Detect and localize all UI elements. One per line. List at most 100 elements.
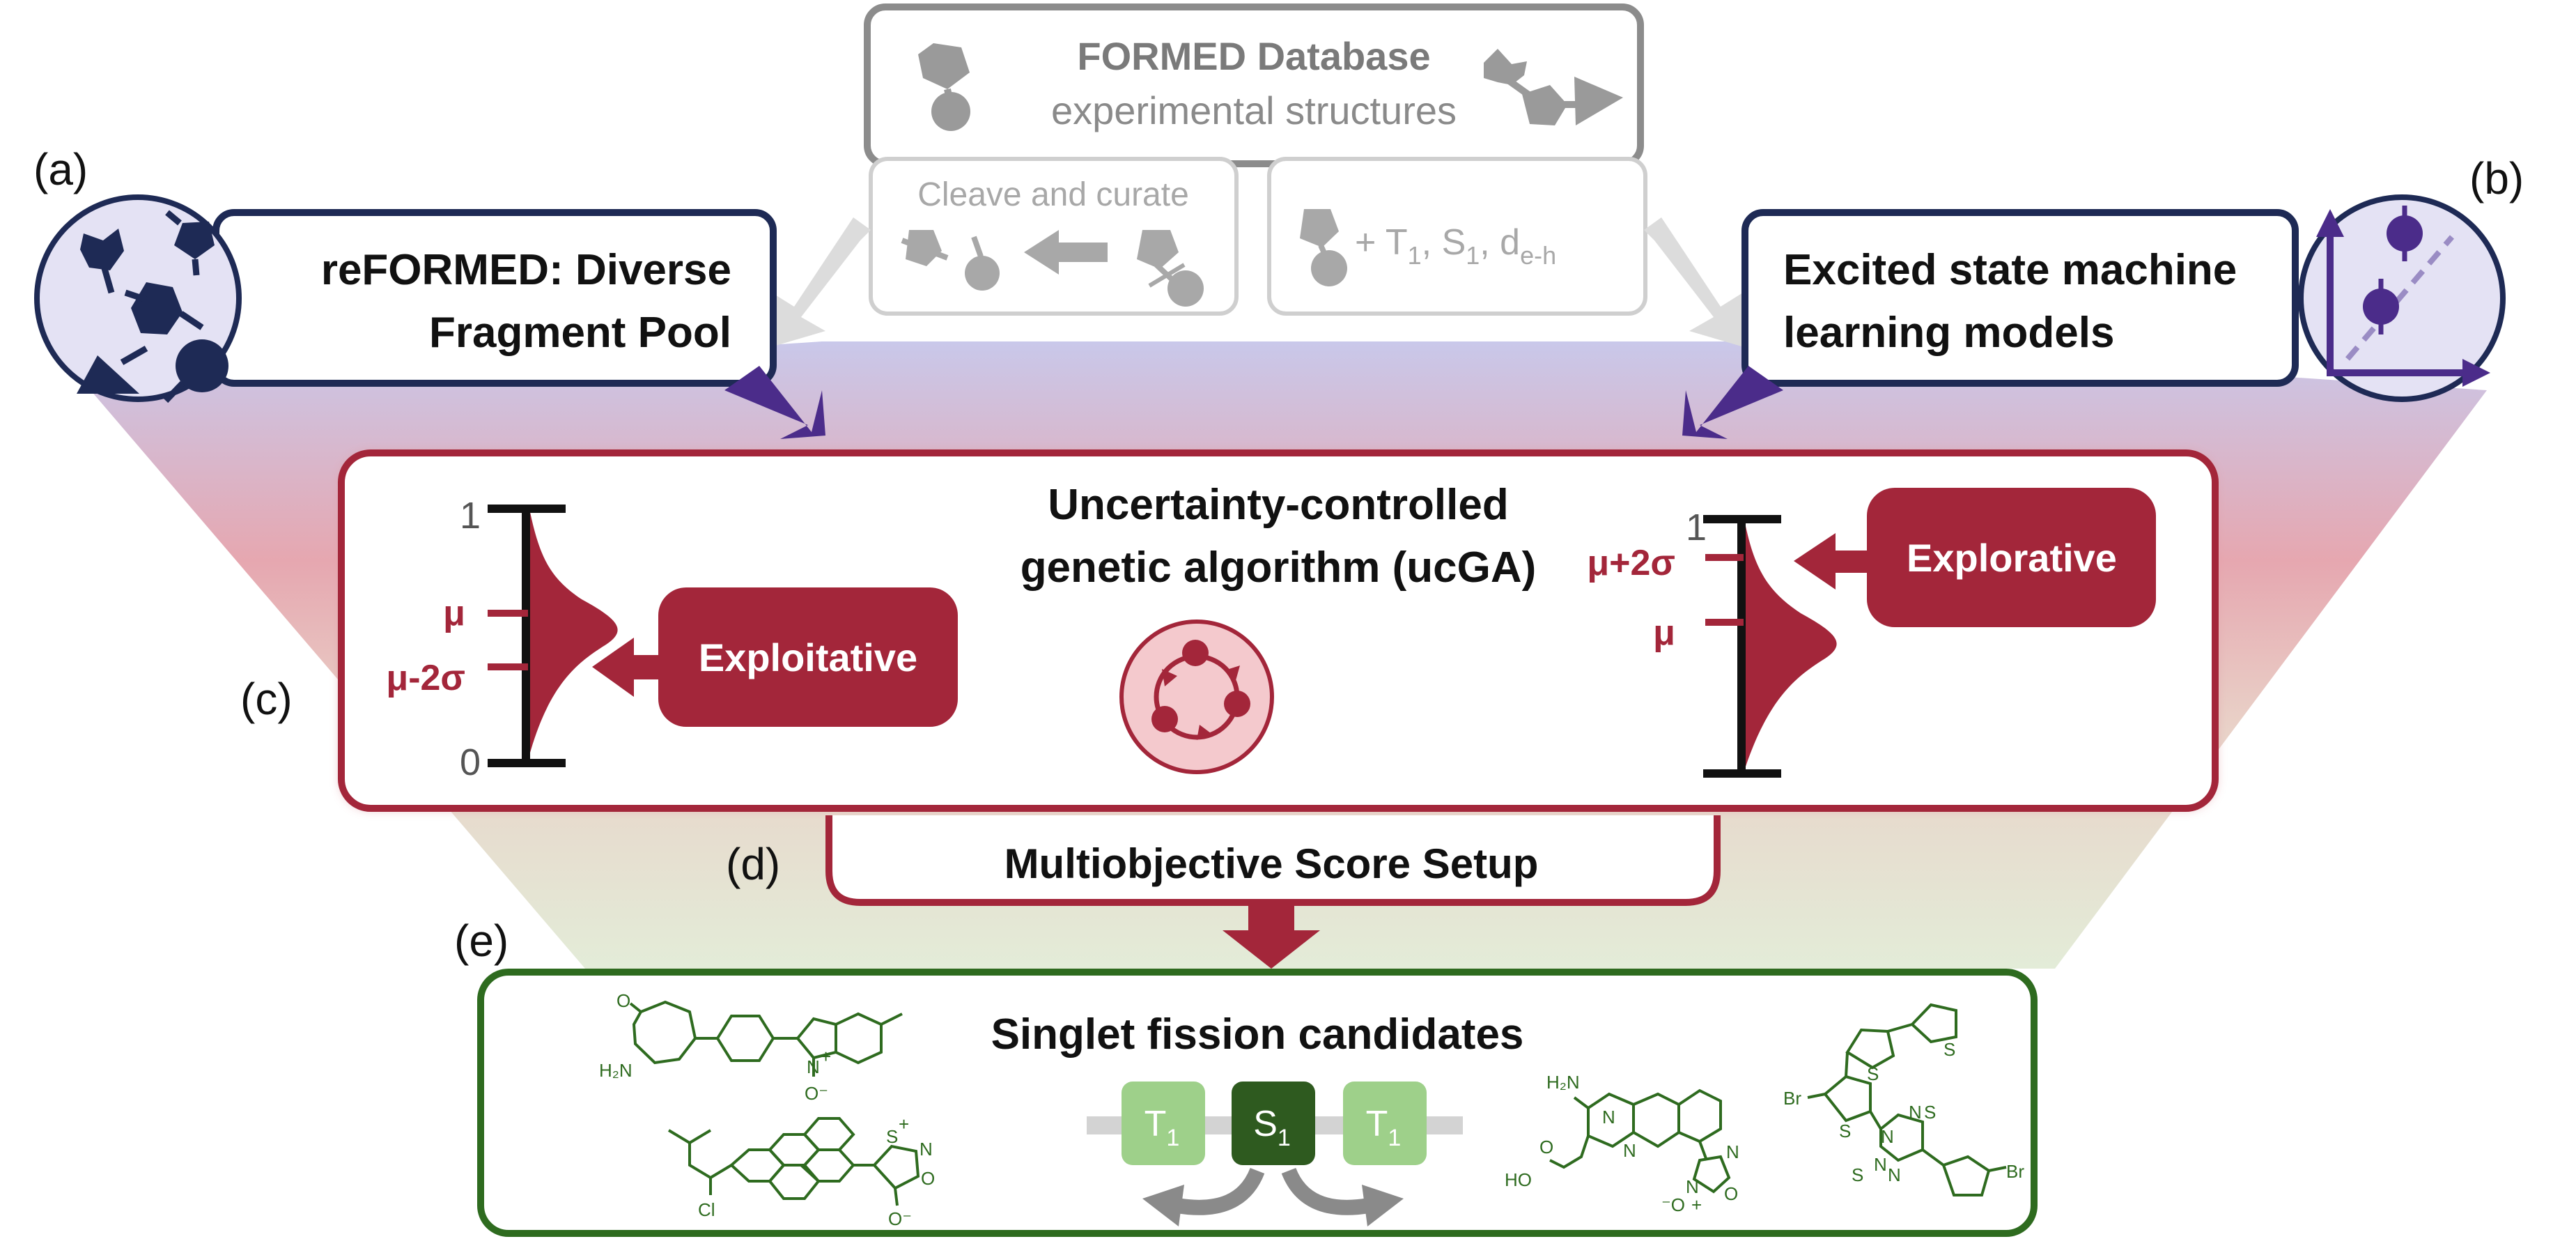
ucga-title-line2: genetic algorithm (ucGA)	[1021, 544, 1537, 592]
m4-s3: S	[1943, 1039, 1955, 1060]
m4-s4: S	[1924, 1102, 1936, 1123]
score-down-arrow	[1223, 906, 1320, 969]
candidate-molecule-4	[1807, 1003, 2007, 1196]
ml-models-box: Excited state machine learning models	[1682, 194, 2506, 439]
state-diagram: T1 S1 T1	[1087, 1082, 1463, 1226]
candidate-molecule-3	[1549, 1088, 1731, 1194]
panel-label-e: (e)	[454, 916, 509, 966]
reformed-arrow	[724, 366, 825, 439]
right-scale-mu-plus-label: μ+2σ	[1587, 543, 1675, 583]
panel-label-b: (b)	[2469, 153, 2524, 203]
m3-n4: N	[1726, 1141, 1739, 1162]
panel-label-c: (c)	[240, 674, 293, 724]
ml-title-line2: learning models	[1783, 309, 2114, 357]
m1-o-minus: O⁻	[805, 1083, 828, 1104]
left-scale-top-label: 1	[460, 495, 481, 537]
m4-s2: S	[1867, 1063, 1879, 1084]
cleave-and-curate-box: Cleave and curate	[869, 157, 1239, 316]
explorative-arrow	[1794, 533, 1874, 590]
fragment-icon	[918, 43, 970, 131]
ml-title-line1: Excited state machine	[1783, 246, 2237, 294]
m1-plus: +	[821, 1046, 831, 1067]
t1-right-label: T1	[1366, 1104, 1402, 1151]
left-scale-mu-minus-label: μ-2σ	[386, 658, 465, 698]
reformed-title-line1: reFORMED: Diverse	[321, 246, 731, 294]
molecule-3-labels: H₂N N N HO O N ⁻O + N O	[1505, 1072, 1739, 1215]
explorative-label: Explorative	[1907, 536, 2117, 580]
m3-n3: N	[1686, 1176, 1699, 1197]
right-scale-mu-label: μ	[1653, 613, 1675, 653]
fission-arrow-left	[1176, 1167, 1265, 1215]
m4-n2: N	[1881, 1126, 1894, 1147]
property-formula: + T1, S1, de-h	[1355, 222, 1556, 270]
panel-label-d: (d)	[726, 839, 780, 889]
reformed-title-line2: Fragment Pool	[429, 309, 731, 357]
m4-n3: N	[1874, 1154, 1887, 1175]
ml-plot-icon	[2316, 206, 2490, 387]
property-labels-box: + T1, S1, de-h	[1267, 157, 1647, 316]
exploitative-scale: 1 0 μ μ-2σ Exploitative	[386, 495, 958, 783]
m2-o1: O	[921, 1168, 935, 1189]
m3-ho: HO	[1505, 1169, 1532, 1190]
molecule-2-labels: Cl S + N O O⁻	[698, 1114, 935, 1229]
database-subtitle: experimental structures	[1051, 88, 1457, 132]
exploitative-button	[658, 587, 958, 727]
m2-plus: +	[899, 1114, 909, 1134]
score-setup-box: Multiobjective Score Setup	[825, 815, 1721, 906]
exploitative-label: Exploitative	[699, 636, 917, 679]
m3-h2n: H₂N	[1546, 1072, 1580, 1093]
m3-o2: O	[1724, 1183, 1738, 1204]
ucga-box: Uncertainty-controlled genetic algorithm…	[338, 449, 2219, 812]
left-arrow-icon	[1024, 230, 1108, 275]
m4-br1: Br	[1783, 1088, 1801, 1109]
explorative-button	[1867, 488, 2156, 627]
m2-s: S	[886, 1126, 898, 1147]
gray-arrows	[766, 217, 1748, 348]
exploitative-distribution	[530, 512, 618, 753]
m1-n: N	[807, 1056, 820, 1077]
m2-n: N	[920, 1139, 933, 1160]
panel-label-a: (a)	[33, 144, 88, 194]
m3-o-minus: ⁻O	[1661, 1194, 1685, 1215]
cleave-label: Cleave and curate	[917, 176, 1189, 213]
t1-left-label: T1	[1145, 1104, 1180, 1151]
m4-s5: S	[1852, 1164, 1863, 1185]
t1-right-state	[1343, 1082, 1427, 1165]
broken-molecule-icon	[1137, 230, 1204, 307]
fission-arrow-right	[1281, 1167, 1370, 1215]
database-title: FORMED Database	[1077, 34, 1430, 78]
fragment-small-icon-2	[1300, 209, 1347, 286]
fragment-small-icon	[901, 230, 1000, 291]
candidate-molecule-2	[667, 1117, 920, 1206]
m4-n1: N	[1909, 1102, 1922, 1123]
molecule-1-labels: O H₂N N + O⁻	[599, 990, 831, 1104]
reformed-fragment-pool: reFORMED: Diverse Fragment Pool	[34, 194, 825, 439]
s1-label: S1	[1253, 1104, 1291, 1151]
ucga-title-line1: Uncertainty-controlled	[1048, 481, 1508, 529]
explorative-scale: 1 μ+2σ μ Explorative	[1587, 488, 2156, 778]
molecule-chain-icon	[1484, 49, 1623, 125]
m2-o-minus: O⁻	[888, 1208, 912, 1229]
m2-cl: Cl	[698, 1199, 715, 1220]
formed-database-box: FORMED Database experimental structures	[864, 3, 1644, 167]
s1-state	[1232, 1082, 1315, 1165]
right-scale-top-label: 1	[1686, 507, 1707, 548]
score-setup-label: Multiobjective Score Setup	[1004, 840, 1539, 887]
explorative-distribution	[1746, 526, 1837, 767]
candidates-title: Singlet fission candidates	[991, 1010, 1524, 1059]
m1-h2n: H₂N	[599, 1060, 633, 1081]
molecule-4-labels: Br S S S N S N N S N Br	[1783, 1039, 2024, 1185]
exploitative-arrow	[592, 638, 662, 697]
m3-n2: N	[1623, 1140, 1636, 1161]
m1-o: O	[616, 990, 630, 1011]
m3-n1: N	[1602, 1107, 1615, 1128]
m4-n4: N	[1888, 1164, 1901, 1185]
ml-arrow	[1682, 366, 1783, 439]
m3-o: O	[1539, 1137, 1553, 1157]
t1-left-state	[1122, 1082, 1205, 1165]
m4-s1: S	[1839, 1121, 1851, 1141]
m3-plus: +	[1691, 1194, 1702, 1215]
candidates-box: Singlet fission candidates T1 S1 T1	[477, 969, 2038, 1237]
genetic-cycle-icon	[1119, 620, 1274, 774]
